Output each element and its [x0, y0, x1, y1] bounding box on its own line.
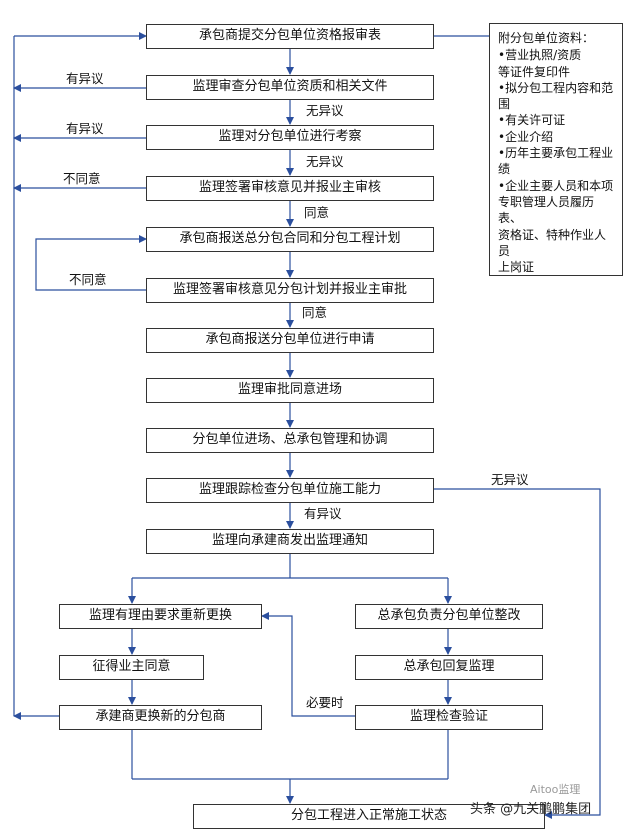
- step-track-capability: 监理跟踪检查分包单位施工能力: [146, 478, 434, 503]
- step-reply-supervisor: 总承包回复监理: [355, 655, 543, 680]
- step-review-qualification: 监理审查分包单位资质和相关文件: [146, 75, 434, 100]
- note-title: 附分包单位资料：: [498, 31, 595, 45]
- label-agree-1: 同意: [304, 205, 330, 220]
- step-issue-notice: 监理向承建商发出监理通知: [146, 529, 434, 554]
- note-line: •拟分包工程内容和范: [498, 80, 614, 95]
- step-sign-review-owner: 监理签署审核意见并报业主审核: [146, 176, 434, 201]
- faint-watermark: Aitoo监理: [530, 783, 581, 796]
- step-entry-coordination: 分包单位进场、总承包管理和协调: [146, 428, 434, 453]
- note-line: 资格证、特种作业人员: [498, 227, 607, 258]
- label-disagree-1: 不同意: [63, 171, 101, 186]
- note-line: •企业主要人员和本项: [498, 178, 614, 193]
- label-agree-2: 同意: [302, 305, 328, 320]
- subcontractor-documents-note: 附分包单位资料： •营业执照/资质 等证件复印件 •拟分包工程内容和范 围 •有…: [489, 23, 623, 276]
- step-approve-entry: 监理审批同意进场: [146, 378, 434, 403]
- step-inspect-subcontractor: 监理对分包单位进行考察: [146, 125, 434, 150]
- source-watermark: 头条 @九关鹏鹏集团: [470, 802, 592, 817]
- note-line: 专职管理人员履历表、: [498, 194, 595, 226]
- step-request-replacement: 监理有理由要求重新更换: [59, 604, 262, 629]
- step-submit-contract-plan: 承包商报送总分包合同和分包工程计划: [146, 227, 434, 252]
- label-when-necessary: 必要时: [306, 695, 344, 710]
- note-line: •营业执照/资质: [498, 48, 582, 63]
- note-line: 围: [498, 97, 511, 112]
- bypass-b10-to-b18: [434, 488, 601, 819]
- step-verify: 监理检查验证: [355, 705, 543, 730]
- step-owner-consent: 征得业主同意: [59, 655, 204, 680]
- note-line: •企业介绍: [498, 129, 554, 144]
- step-rectification: 总承包负责分包单位整改: [355, 604, 543, 629]
- label-no-objection-3: 无异议: [491, 472, 529, 487]
- label-disagree-2: 不同意: [69, 272, 107, 287]
- label-no-objection-2: 无异议: [306, 154, 344, 169]
- label-objection-3: 有异议: [304, 506, 342, 521]
- step-replace-subcontractor: 承建商更换新的分包商: [59, 705, 262, 730]
- label-objection-1: 有异议: [66, 71, 104, 86]
- step-normal-construction: 分包工程进入正常施工状态: [193, 804, 545, 829]
- label-no-objection-1: 无异议: [306, 103, 344, 118]
- label-objection-2: 有异议: [66, 121, 104, 136]
- note-line: 等证件复印件: [498, 64, 571, 79]
- note-line: 上岗证: [498, 260, 535, 275]
- note-line: •历年主要承包工程业: [498, 146, 614, 161]
- step-submit-qualification-form: 承包商提交分包单位资格报审表: [146, 24, 434, 49]
- loop-b6-b5: [35, 235, 147, 291]
- note-line: •有关许可证: [498, 113, 566, 128]
- step-sign-plan-approval: 监理签署审核意见分包计划并报业主审批: [146, 278, 434, 303]
- note-line: 绩: [498, 162, 511, 177]
- step-submit-application: 承包商报送分包单位进行申请: [146, 328, 434, 353]
- return-b17-b12: [261, 612, 355, 717]
